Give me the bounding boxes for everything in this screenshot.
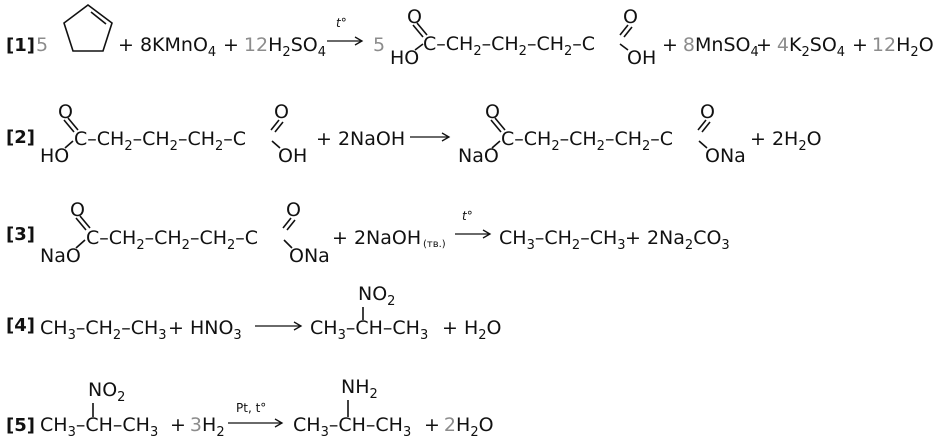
reaction-arrow (455, 229, 492, 239)
solid-state-note: (тв.) (423, 239, 446, 250)
product-mnso4: +8MnSO4 (662, 34, 759, 60)
carbonyl-oxygen: O (286, 199, 301, 221)
carbonyl-oxygen: O (623, 6, 638, 28)
glutaric-acid-structure: O HO C–CH2–CH2–CH2–C O OH (390, 6, 656, 69)
reaction-number: [2] (6, 127, 35, 148)
hydroxyl-group: OH (278, 145, 307, 167)
reaction-number: [4] (6, 315, 35, 336)
carbon-chain: C–CH2–CH2–CH2–C (423, 33, 595, 59)
hydroxyl-group: HO (40, 145, 69, 167)
sodium-glutarate-structure: O NaO C–CH2–CH2–CH2–C O ONa (40, 199, 330, 267)
carbon-chain: CH3–CH–CH3 (293, 414, 411, 439)
2-aminopropane-structure: NH2 CH3–CH–CH3 (293, 376, 411, 439)
reactant-naoh: + 2NaOH (316, 128, 405, 150)
reactant-kmno4: + 8KMnO4 (118, 34, 216, 60)
reaction-1: [1] 5 + 8KMnO4 +12H2SO4 t° 5 O HO C–CH2–… (6, 4, 934, 69)
reactant-h2so4: +12H2SO4 (223, 34, 326, 60)
reactant-propane: CH3–CH2–CH3 (40, 317, 167, 343)
product-water: +2H2O (424, 414, 494, 439)
hydroxyl-group: HO (390, 47, 419, 69)
carbon-chain: C–CH2–CH2–CH2–C (86, 227, 258, 253)
amino-group: NH2 (341, 376, 378, 402)
carbonyl-oxygen: O (407, 6, 422, 28)
reaction-4: [4] CH3–CH2–CH3 + HNO3 NO2 CH3–CH–CH3 + … (6, 283, 502, 343)
nitro-group: NO2 (88, 379, 125, 405)
product-k2so4: +4K2SO4 (756, 34, 845, 60)
glutaric-acid-structure: O HO C–CH2–CH2–CH2–C O OH (40, 101, 307, 167)
product-propane: CH3–CH2–CH3 (499, 227, 626, 253)
reaction-5: [5] NO2 CH3–CH–CH3 +3H2 Pt, t° NH2 CH3–C… (6, 376, 494, 439)
reaction-arrow (228, 418, 284, 428)
sodium-oxide-group: ONa (289, 245, 330, 267)
reaction-number: [5] (6, 415, 35, 436)
reactant-hydrogen: +3H2 (170, 414, 225, 439)
reaction-arrow (410, 132, 451, 142)
carbon-chain: CH3–CH–CH3 (310, 317, 428, 343)
nitro-group: NO2 (358, 283, 395, 309)
sodium-oxide-group: NaO (40, 245, 81, 267)
reactant-naoh: + 2NaOH (332, 227, 421, 249)
2-nitropropane-structure: NO2 CH3–CH–CH3 (310, 283, 428, 343)
product-water: + H2O (442, 317, 502, 343)
carbonyl-oxygen: O (485, 101, 500, 123)
reaction-number: [3] (6, 224, 35, 245)
sodium-oxide-group: ONa (705, 145, 746, 167)
carbonyl-oxygen: O (58, 101, 73, 123)
carbon-chain: CH3–CH–CH3 (40, 414, 158, 439)
reaction-number: [1] (6, 35, 35, 56)
reaction-arrow (255, 321, 303, 331)
reaction-condition: t° (462, 209, 473, 223)
reactant-nitric-acid: + HNO3 (168, 317, 242, 343)
reaction-2: [2] O HO C–CH2–CH2–CH2–C O OH + 2NaOH O … (6, 101, 822, 167)
hydroxyl-group: OH (627, 47, 656, 69)
reaction-condition: Pt, t° (236, 401, 266, 415)
sodium-glutarate-structure: O NaO C–CH2–CH2–CH2–C O ONa (458, 101, 746, 167)
carbon-chain: C–CH2–CH2–CH2–C (74, 128, 246, 154)
cyclopentene-structure (63, 4, 113, 52)
product-water: + 2H2O (750, 128, 822, 154)
carbonyl-oxygen: O (70, 199, 85, 221)
2-nitropropane-structure: NO2 CH3–CH–CH3 (40, 379, 158, 439)
sodium-oxide-group: NaO (458, 145, 499, 167)
coefficient: 5 (36, 34, 48, 56)
reaction-3: [3] O NaO C–CH2–CH2–CH2–C O ONa + 2NaOH … (6, 199, 730, 267)
coefficient: 5 (373, 34, 385, 56)
product-water: +12H2O (852, 34, 934, 60)
carbonyl-oxygen: O (700, 101, 715, 123)
carbonyl-oxygen: O (274, 101, 289, 123)
product-sodium-carbonate: + 2Na2CO3 (625, 227, 730, 253)
carbon-chain: C–CH2–CH2–CH2–C (501, 128, 673, 154)
reaction-condition: t° (336, 16, 347, 30)
reaction-arrow (327, 36, 364, 46)
